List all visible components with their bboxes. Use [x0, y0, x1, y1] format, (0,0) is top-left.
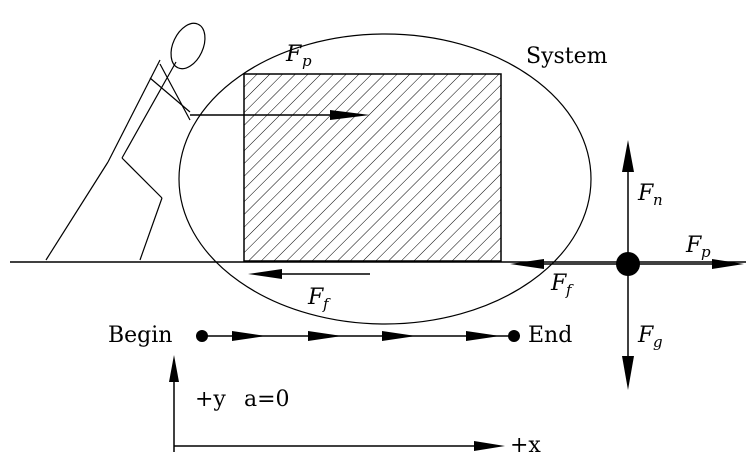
begin-label: Begin: [108, 323, 172, 348]
svg-text:F: F: [307, 285, 324, 310]
svg-text:p: p: [701, 243, 711, 261]
svg-text:p: p: [302, 52, 312, 70]
object-point: [616, 252, 640, 276]
svg-text:F: F: [550, 271, 567, 296]
svg-text:F: F: [637, 181, 654, 206]
gravity-force-label: F g: [637, 323, 663, 351]
x-axis-label: +x: [510, 433, 541, 458]
svg-text:f: f: [322, 295, 331, 313]
end-label: End: [528, 323, 572, 348]
free-body-diagram: [510, 140, 744, 390]
friction-force-arrowhead: [510, 259, 544, 269]
fbd-push-force-label: F p: [685, 233, 711, 261]
person-figure: [45, 22, 206, 261]
system-boundary: [178, 33, 592, 325]
x-axis-arrowhead: [474, 441, 505, 451]
motion-path: [196, 330, 520, 342]
push-force-label: F p: [285, 42, 312, 70]
svg-text:n: n: [653, 191, 663, 209]
normal-force-arrowhead: [622, 140, 634, 172]
fbd-friction-force-label: F f: [550, 271, 574, 299]
coordinate-axes: [169, 355, 505, 452]
system-label: System: [526, 44, 608, 69]
y-axis-label: +y: [195, 387, 226, 412]
push-force-arrowhead: [712, 259, 744, 269]
svg-text:f: f: [565, 281, 574, 299]
gravity-force-arrowhead: [622, 356, 634, 390]
y-axis-arrowhead: [169, 355, 179, 382]
normal-force-label: F n: [637, 181, 663, 209]
svg-text:F: F: [637, 323, 654, 348]
friction-force-label: F f: [307, 285, 331, 313]
acceleration-label: a=0: [244, 387, 290, 412]
svg-text:F: F: [285, 42, 302, 67]
friction-force-arrow: [248, 269, 370, 279]
push-force-arrow: [190, 110, 370, 120]
svg-text:F: F: [685, 233, 702, 258]
svg-text:g: g: [653, 333, 663, 351]
crate: [243, 73, 502, 262]
